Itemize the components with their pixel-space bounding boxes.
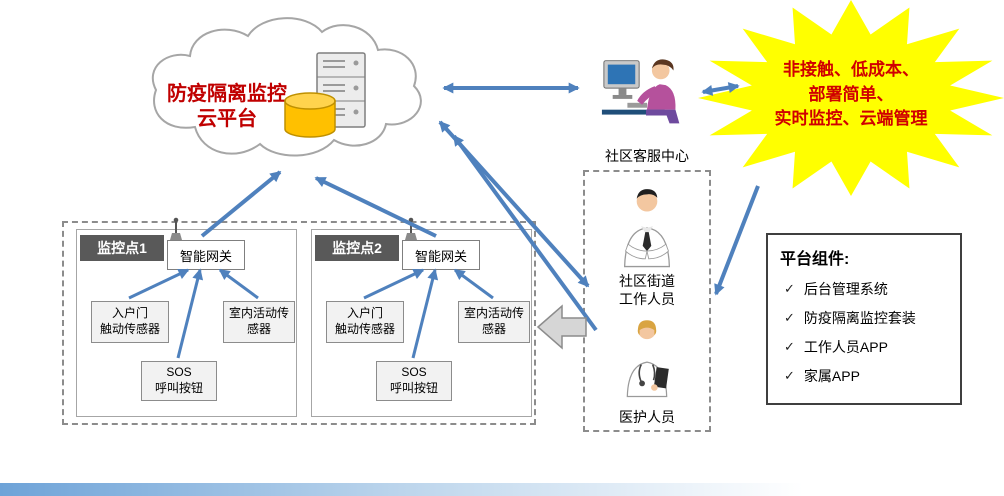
arrow-burst-staffbox [714,185,760,296]
antenna-icon [170,217,182,240]
indoor-activity-sensor-1: 室内活动传 感器 [223,301,295,343]
check-icon: ✓ [784,310,795,325]
component-item: ✓ 家属APP [784,366,948,386]
component-label: 家属APP [803,368,860,384]
service-center-label: 社区客服中心 [605,148,689,164]
component-item: ✓ 工作人员APP [784,337,948,357]
door-sensor-2: 入户门 触动传感器 [326,301,404,343]
indoor-activity-sensor-2: 室内活动传 感器 [458,301,530,343]
component-label: 工作人员APP [803,339,888,355]
door-sensor-1: 入户门 触动传感器 [91,301,169,343]
benefits-starburst: 非接触、低成本、 部署简单、 实时监控、云端管理 [698,0,1004,196]
medical-staff-label: 医护人员 [619,409,675,425]
block-arrow-left [536,304,587,350]
monitoring-point-2: 监控点2 智能网关 入户门 触动传感器 室内活动传 感器 SOS 呼叫按钮 [311,217,532,417]
component-label: 防疫隔离监控套装 [803,310,916,326]
antenna-icon [405,217,417,240]
check-icon: ✓ [784,368,795,383]
cloud-platform-title: 防疫隔离监控 云平台 [167,83,287,130]
monitoring-point-1: 监控点1 智能网关 入户门 触动传感器 室内活动传 感器 SOS 呼叫按钮 [76,217,297,417]
check-icon: ✓ [784,339,795,354]
component-label: 后台管理系统 [803,281,888,297]
check-icon: ✓ [784,281,795,296]
service-center-operator-icon [601,59,680,124]
medical-staff-icon [626,320,669,398]
component-item: ✓ 防疫隔离监控套装 [784,308,948,328]
smart-gateway-1: 智能网关 [167,240,245,270]
platform-components-panel: 平台组件: ✓ 后台管理系统 ✓ 防疫隔离监控套装 ✓ 工作人员APP ✓ 家属… [766,233,962,405]
monitoring-point-2-title: 监控点2 [315,235,399,261]
street-worker-label: 社区街道 工作人员 [619,273,675,308]
components-title: 平台组件: [780,251,850,268]
sos-button-2: SOS 呼叫按钮 [376,361,452,401]
sos-button-1: SOS 呼叫按钮 [141,361,217,401]
street-worker-icon [623,189,671,268]
component-item: ✓ 后台管理系统 [784,279,948,299]
benefits-text: 非接触、低成本、 部署简单、 实时监控、云端管理 [774,60,928,129]
footer-decoration [0,483,1004,496]
smart-gateway-2: 智能网关 [402,240,480,270]
database-cylinder-icon [284,92,336,138]
monitoring-point-1-title: 监控点1 [80,235,164,261]
